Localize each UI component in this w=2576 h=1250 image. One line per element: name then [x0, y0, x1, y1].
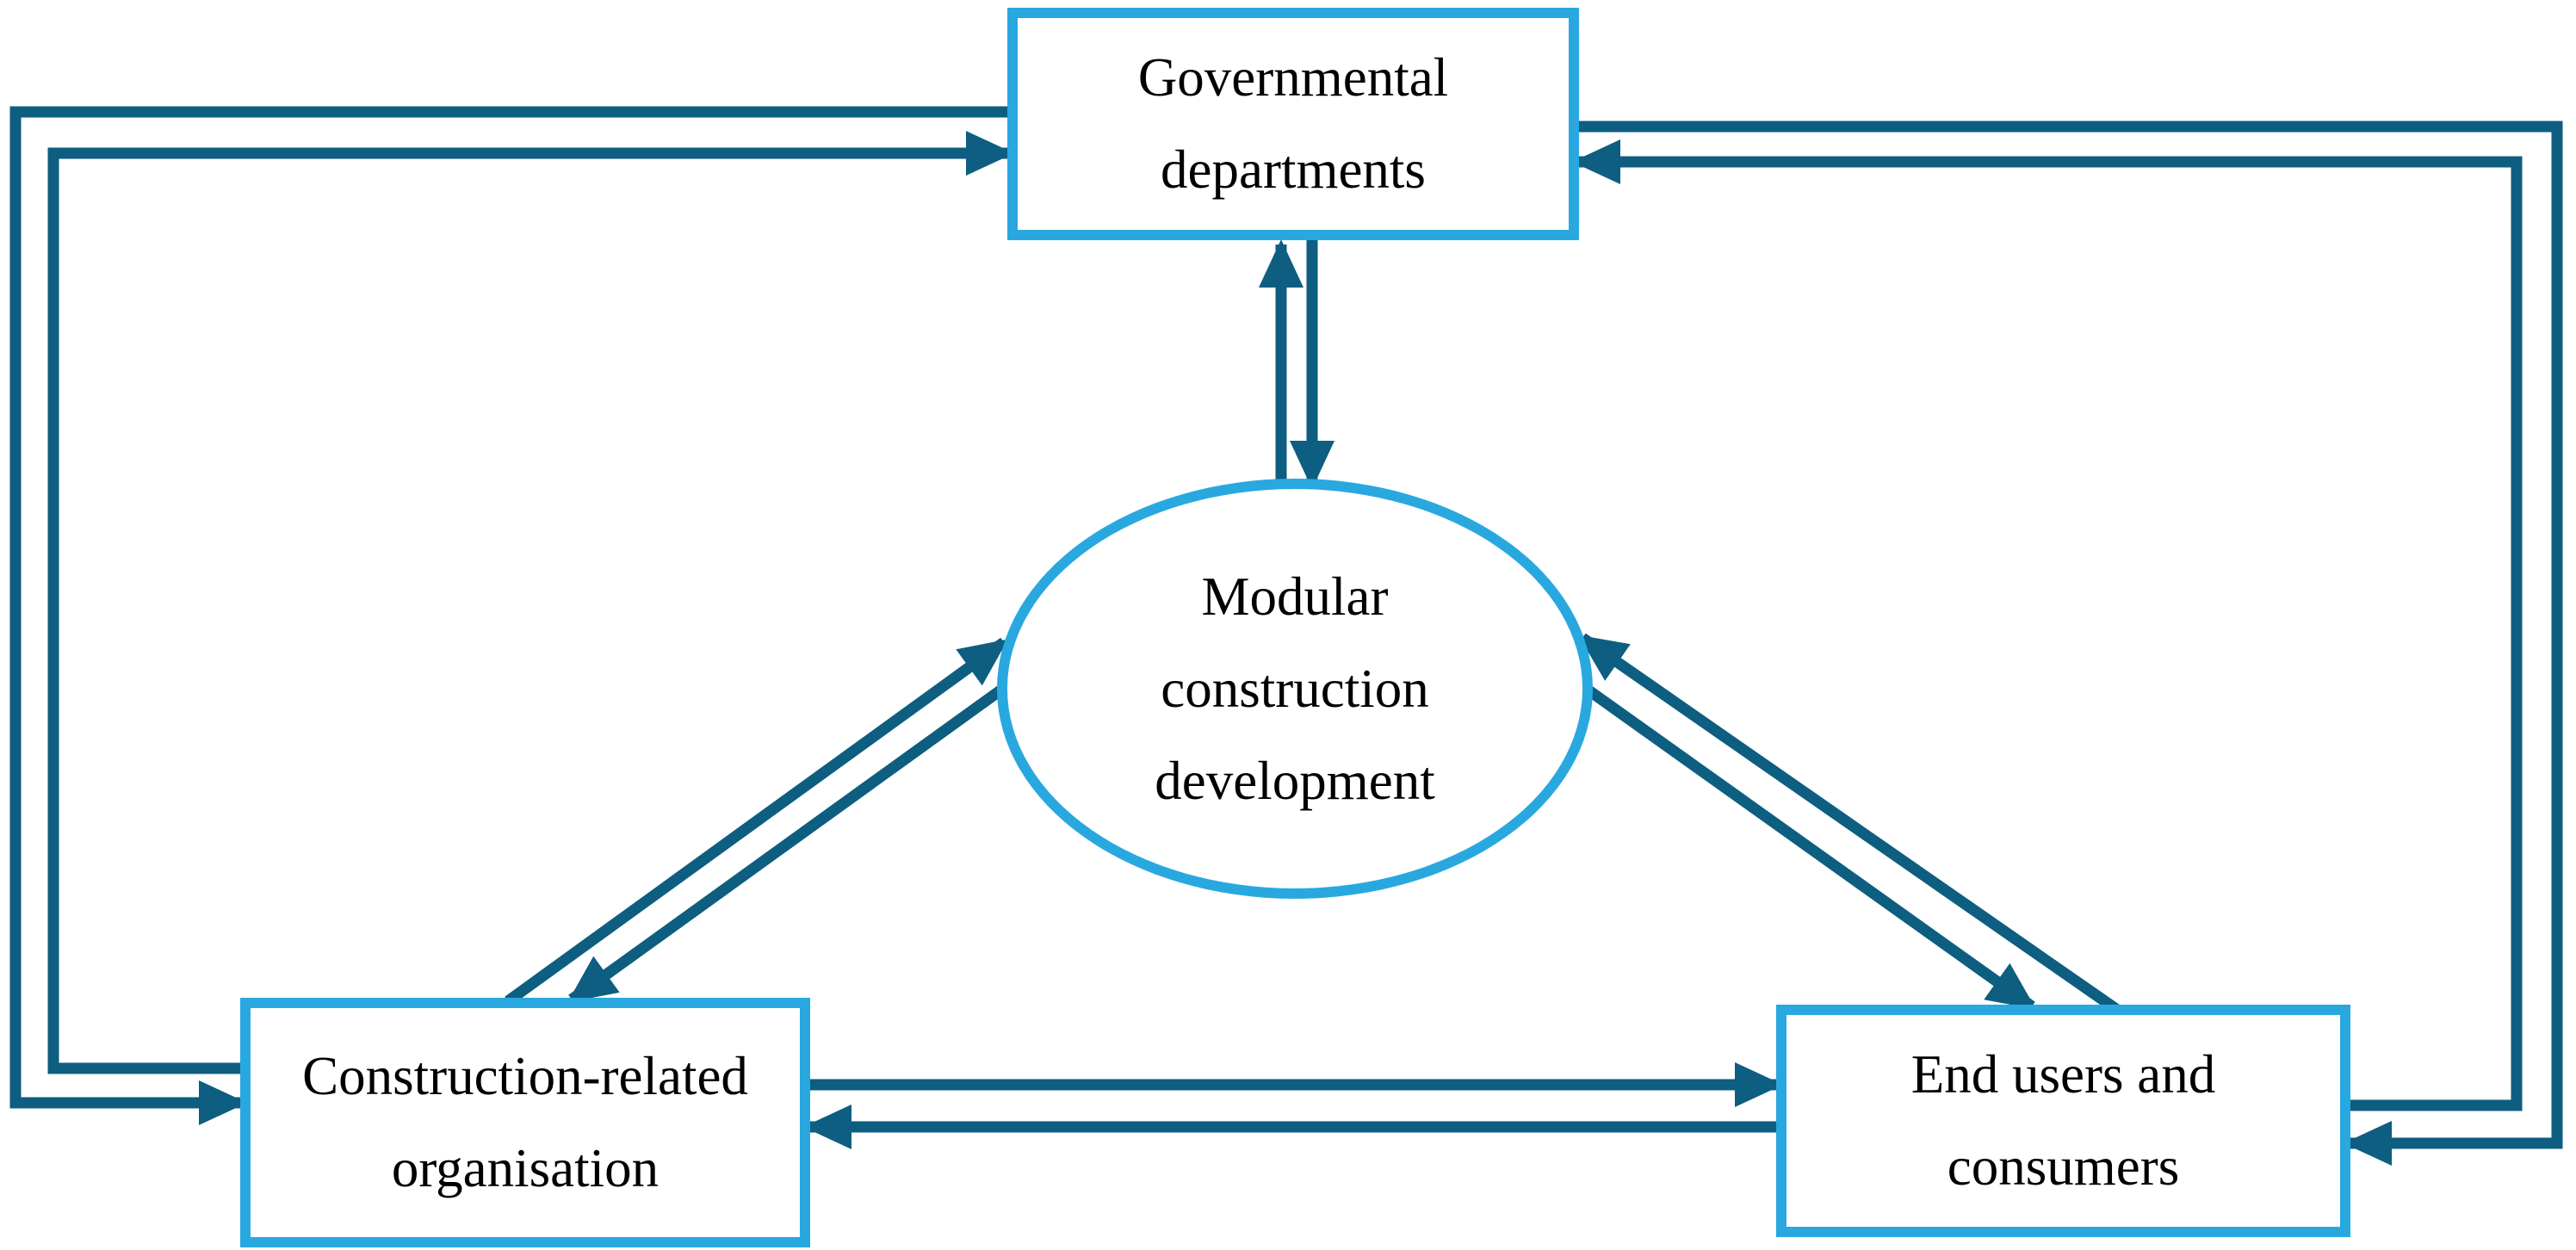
edge-organisation-to-governmental [47, 131, 1014, 1074]
node-label-line: organisation [391, 1138, 659, 1198]
edge-endusers-to-governmental [1572, 139, 2523, 1111]
node-modular-construction-development: Modular construction development [997, 479, 1593, 899]
edge-governmental-to-organisation [9, 106, 1012, 1125]
node-label-line: departments [1161, 139, 1426, 200]
node-governmental-departments: Governmental departments [1007, 8, 1579, 240]
node-label-line: Modular [1201, 566, 1389, 627]
node-label-line: End users and [1910, 1044, 2216, 1105]
edge-governmental-to-endusers [1574, 121, 2563, 1166]
node-label-line: consumers [1947, 1136, 2180, 1197]
node-label-line: Construction-related [302, 1046, 748, 1106]
node-label-line: construction [1161, 658, 1429, 719]
edge-modular-to-organisation [567, 683, 1007, 1005]
edge-modular-to-endusers [1584, 684, 2036, 1012]
node-label-line: Governmental [1137, 47, 1449, 108]
node-end-users-and-consumers: End users and consumers [1776, 1005, 2350, 1237]
node-label-line: development [1155, 750, 1435, 811]
node-construction-related-organisation: Construction-related organisation [240, 998, 810, 1247]
edge-organisation-to-modular [505, 637, 1008, 1006]
edge-endusers-to-modular [1578, 633, 2123, 1017]
